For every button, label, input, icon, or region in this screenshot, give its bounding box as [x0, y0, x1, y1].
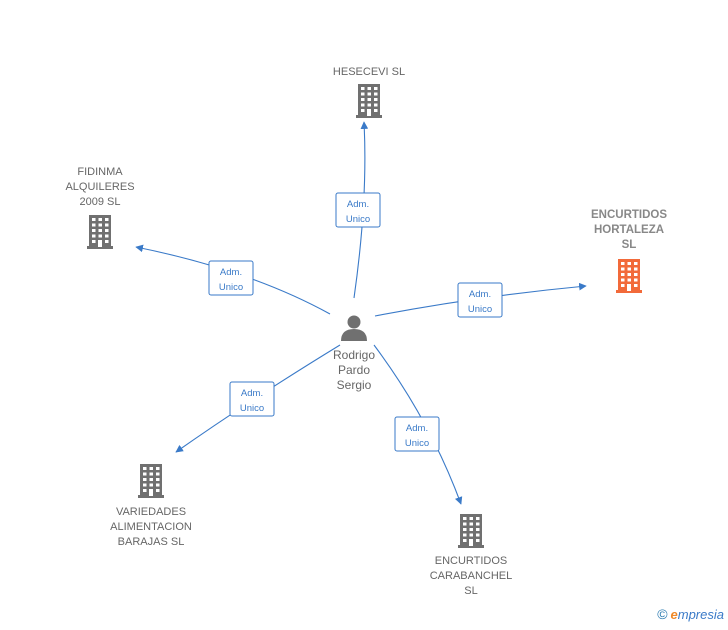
- person-name-line: Sergio: [337, 378, 372, 392]
- building-icon-variedades[interactable]: [138, 464, 164, 498]
- role-badge-encurtidos-carabanchel[interactable]: Adm. Unico: [394, 416, 440, 452]
- person-name-line: Rodrigo: [333, 348, 375, 362]
- company-name-encurtidos-hortaleza-line: ENCURTIDOS: [591, 209, 667, 221]
- company-name-encurtidos-hortaleza-line: SL: [622, 239, 637, 251]
- company-name-encurtidos-carabanchel-line: ENCURTIDOS: [435, 555, 508, 567]
- person-name-line: Pardo: [338, 363, 370, 377]
- role-label: Adm.: [469, 289, 491, 300]
- company-name-hesecevi-line: HESECEVI SL: [333, 66, 405, 78]
- company-name-fidinma-line: ALQUILERES: [65, 181, 134, 193]
- role-label: Adm.: [347, 199, 369, 210]
- company-name-encurtidos-carabanchel-line: SL: [464, 585, 477, 597]
- role-label: Adm.: [241, 388, 263, 399]
- building-icon-fidinma[interactable]: [87, 215, 113, 249]
- role-badge-encurtidos-hortaleza[interactable]: Adm. Unico: [457, 282, 503, 318]
- building-icon-encurtidos-carabanchel[interactable]: [458, 514, 484, 548]
- company-name-encurtidos-carabanchel-line: CARABANCHEL: [430, 570, 513, 582]
- brand-initial: e: [670, 606, 678, 622]
- role-badge-hesecevi[interactable]: Adm. Unico: [335, 192, 381, 228]
- building-icon-hesecevi[interactable]: [356, 84, 382, 118]
- role-badge-fidinma[interactable]: Adm. Unico: [208, 260, 254, 296]
- role-badge-variedades[interactable]: Adm. Unico: [229, 381, 275, 417]
- role-label: Unico: [219, 282, 243, 293]
- copyright-symbol: ©: [657, 606, 668, 622]
- footer-brand: © empresia: [657, 606, 724, 622]
- role-label: Adm.: [220, 267, 242, 278]
- role-label: Unico: [240, 403, 264, 414]
- company-name-fidinma-line: 2009 SL: [80, 196, 121, 208]
- company-name-variedades: VARIEDADES ALIMENTACION BARAJAS SL: [110, 506, 192, 548]
- company-name-encurtidos-hortaleza: ENCURTIDOS HORTALEZA SL: [591, 209, 667, 251]
- company-name-variedades-line: BARAJAS SL: [118, 536, 185, 548]
- role-label: Unico: [405, 438, 429, 449]
- role-label: Adm.: [406, 423, 428, 434]
- company-name-hesecevi: HESECEVI SL: [333, 66, 405, 78]
- role-label: Unico: [468, 304, 492, 315]
- brand-name: mpresia: [677, 606, 724, 622]
- building-icon-encurtidos-hortaleza[interactable]: [616, 259, 642, 293]
- company-name-fidinma: FIDINMA ALQUILERES 2009 SL: [65, 166, 134, 208]
- brand-logo: empresia: [671, 607, 724, 622]
- person-icon[interactable]: [341, 315, 367, 342]
- company-name-variedades-line: ALIMENTACION: [110, 521, 192, 533]
- company-name-fidinma-line: FIDINMA: [77, 166, 123, 178]
- role-label: Unico: [346, 214, 370, 225]
- company-name-encurtidos-hortaleza-line: HORTALEZA: [594, 224, 664, 236]
- company-name-encurtidos-carabanchel: ENCURTIDOS CARABANCHEL SL: [430, 555, 513, 597]
- company-name-variedades-line: VARIEDADES: [116, 506, 186, 518]
